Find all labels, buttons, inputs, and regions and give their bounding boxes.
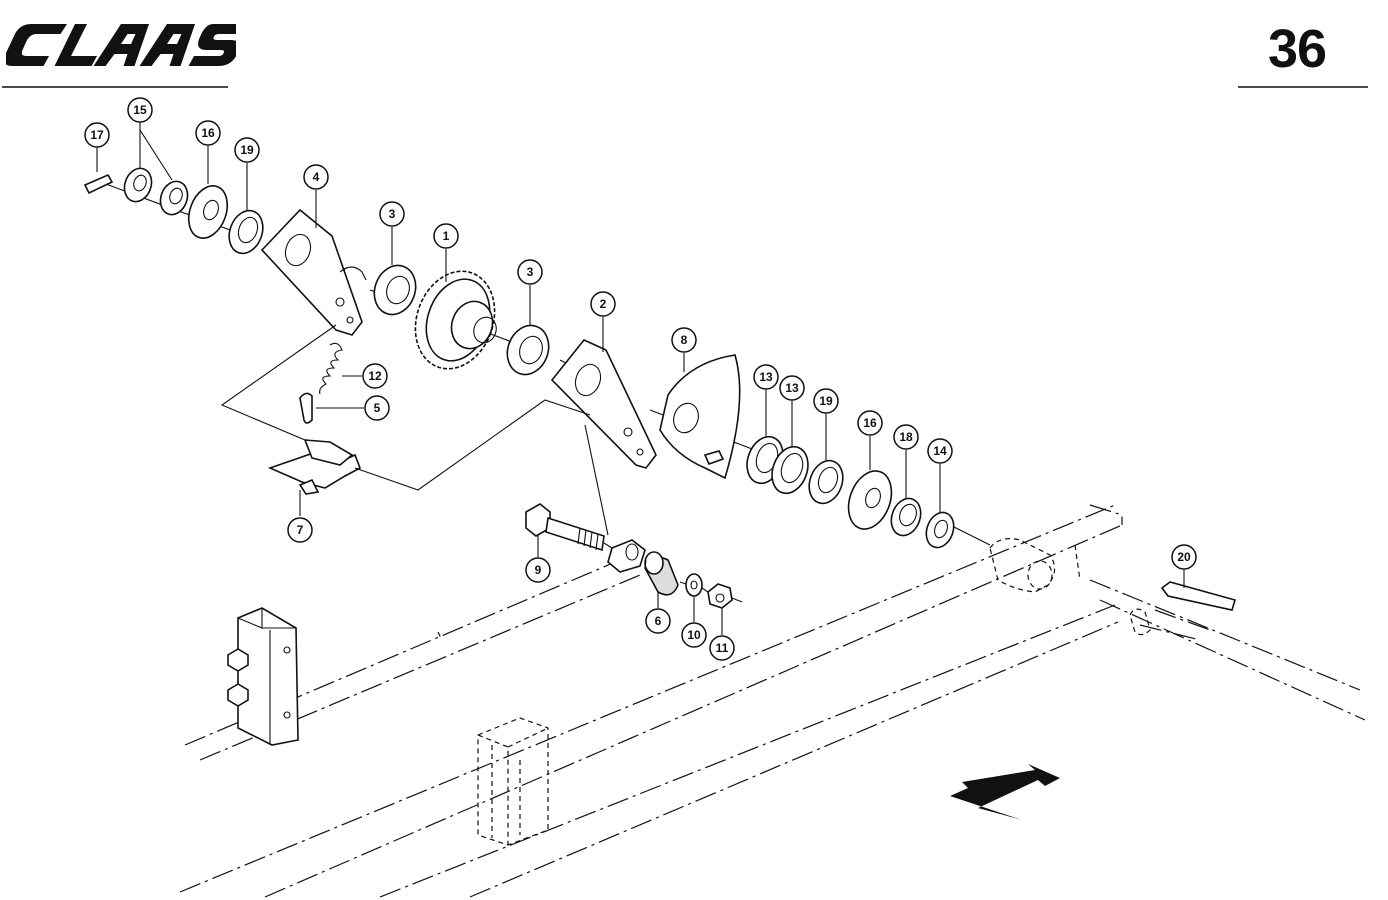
part-19-bushing-right — [808, 459, 844, 505]
svg-text:18: 18 — [899, 430, 913, 444]
callout-16-right: 16 — [857, 410, 883, 436]
callout-15: 15 — [127, 97, 153, 123]
svg-text:2: 2 — [600, 297, 607, 311]
svg-text:12: 12 — [368, 369, 382, 383]
callout-2: 2 — [590, 291, 616, 317]
assembly-link-lines — [220, 324, 609, 536]
callout-12: 12 — [362, 363, 388, 389]
svg-text:4: 4 — [313, 170, 320, 184]
page-number: 36 — [1268, 19, 1327, 79]
callout-5: 5 — [364, 395, 390, 421]
svg-text:13: 13 — [759, 370, 773, 384]
part-1-sprocket — [414, 270, 497, 370]
svg-text:5: 5 — [374, 401, 381, 415]
part-16-washer-right — [847, 470, 893, 530]
callout-13-left: 13 — [753, 364, 779, 390]
svg-text:3: 3 — [527, 265, 534, 279]
part-13-seals — [746, 435, 809, 495]
callout-13-right: 13 — [779, 375, 805, 401]
callout-8: 8 — [671, 327, 697, 353]
part-3-bushing-right — [506, 324, 550, 376]
callout-9: 9 — [525, 557, 551, 583]
part-10-washer — [685, 573, 703, 597]
part-15-washers — [123, 167, 189, 216]
svg-text:3: 3 — [389, 207, 396, 221]
callout-3-left: 3 — [379, 201, 405, 227]
callout-6: 6 — [645, 608, 671, 634]
callout-19-right: 19 — [813, 388, 839, 414]
part-17-key — [83, 173, 114, 195]
svg-text:11: 11 — [716, 641, 729, 655]
part-18-bushing — [890, 497, 922, 537]
part-11-nut — [707, 583, 733, 609]
svg-text:19: 19 — [240, 143, 254, 157]
part-8-cam-plate — [659, 354, 741, 480]
part-2-plate — [550, 339, 657, 469]
callout-16: 16 — [195, 120, 221, 146]
part-16-washer — [187, 185, 229, 239]
callout-3-right: 3 — [517, 259, 543, 285]
callout-4: 4 — [303, 164, 329, 190]
mounting-bracket — [227, 607, 299, 746]
part-14-washer — [925, 511, 955, 549]
callout-leaders — [96, 117, 1185, 635]
svg-text:8: 8 — [681, 333, 688, 347]
callout-7: 7 — [287, 517, 313, 543]
svg-text:17: 17 — [90, 128, 104, 142]
callout-1: 1 — [433, 223, 459, 249]
svg-text:16: 16 — [201, 126, 215, 140]
part-19-bushing — [228, 209, 264, 255]
svg-text:9: 9 — [535, 563, 542, 577]
part-5-pin — [299, 392, 313, 424]
arrow-left-down-icon — [950, 764, 1060, 820]
part-9-bolt — [525, 503, 605, 552]
callout-18: 18 — [893, 424, 919, 450]
callout-17: 17 — [84, 122, 110, 148]
part-20-key — [1160, 581, 1237, 611]
callout-10: 10 — [681, 622, 707, 648]
callout-19: 19 — [234, 137, 260, 163]
callout-14: 14 — [927, 438, 953, 464]
bolt-axis-line — [603, 542, 743, 603]
svg-text:13: 13 — [785, 381, 799, 395]
svg-text:7: 7 — [297, 523, 304, 537]
svg-text:6: 6 — [655, 614, 662, 628]
part-7-pawl — [267, 439, 362, 495]
part-3-bushing-left — [373, 264, 417, 316]
svg-text:15: 15 — [133, 103, 147, 117]
claas-logo — [6, 24, 236, 66]
callout-20: 20 — [1171, 544, 1197, 570]
part-12-spring — [319, 342, 343, 395]
callout-11: 11 — [709, 635, 735, 661]
part-4-lever-plate — [260, 208, 367, 336]
svg-text:20: 20 — [1177, 550, 1191, 564]
part-6-sleeve — [644, 551, 679, 596]
svg-text:1: 1 — [443, 229, 450, 243]
svg-text:16: 16 — [863, 416, 877, 430]
svg-text:10: 10 — [687, 628, 701, 642]
svg-text:14: 14 — [933, 444, 947, 458]
svg-text:19: 19 — [819, 394, 833, 408]
